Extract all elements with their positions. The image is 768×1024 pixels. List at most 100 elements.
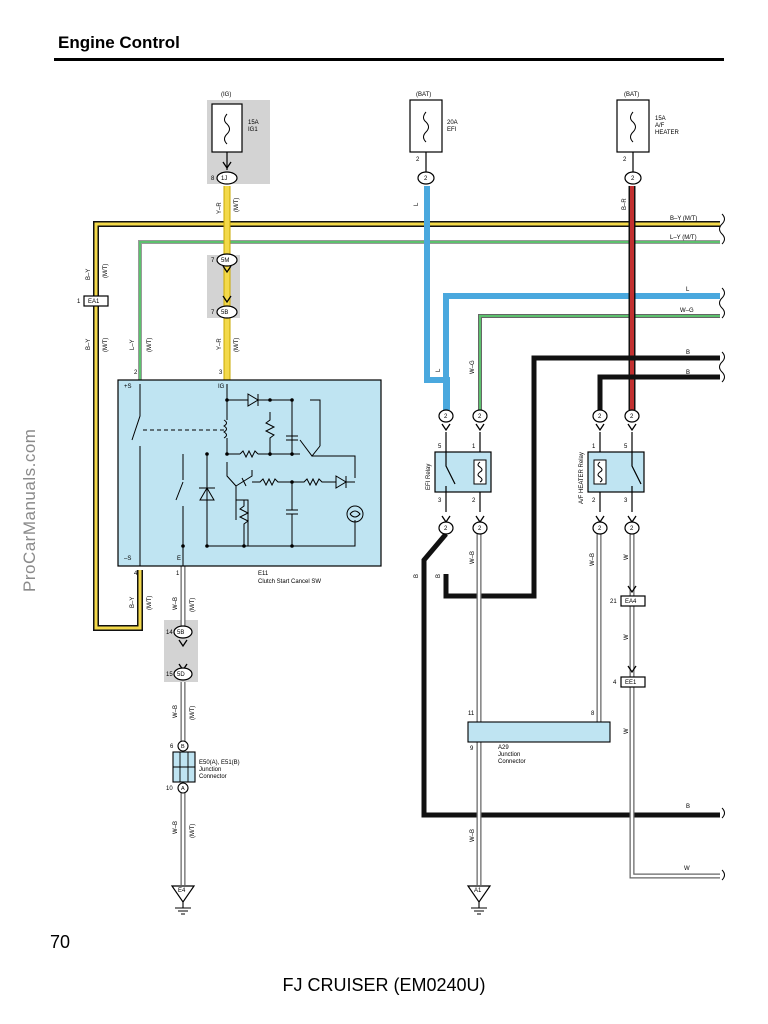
- svg-text:5B: 5B: [221, 310, 228, 316]
- svg-text:EFI Relay: EFI Relay: [426, 464, 432, 490]
- svg-text:2: 2: [630, 526, 634, 532]
- svg-text:1: 1: [472, 444, 476, 450]
- svg-text:2: 2: [416, 157, 420, 163]
- svg-text:8: 8: [211, 176, 215, 182]
- svg-text:B: B: [686, 350, 690, 356]
- svg-text:5M: 5M: [221, 258, 229, 264]
- af-heater-relay: 1 5 2 3 A/F HEATER Relay: [579, 432, 645, 512]
- svg-text:1: 1: [176, 571, 180, 577]
- svg-text:Connector: Connector: [199, 774, 227, 780]
- svg-text:W–B: W–B: [470, 829, 476, 842]
- svg-text:EE1: EE1: [625, 680, 637, 686]
- svg-text:W–B: W–B: [173, 705, 179, 718]
- connector-5d: 5D 15: [166, 663, 193, 681]
- svg-text:B: B: [686, 370, 690, 376]
- svg-text:E4: E4: [178, 888, 186, 894]
- svg-text:9: 9: [470, 746, 474, 752]
- svg-text:(BAT): (BAT): [416, 92, 431, 98]
- svg-text:21: 21: [610, 599, 617, 605]
- clutch-start-cancel-switch: +S IG –S E 2 3 4 1: [117, 370, 382, 585]
- page-title: Engine Control: [58, 33, 180, 52]
- svg-text:3: 3: [624, 498, 628, 504]
- svg-text:2: 2: [444, 414, 448, 420]
- svg-text:W–B: W–B: [173, 821, 179, 834]
- junction-connector-e50-e51: B 6 A 10 E50(A), E51(B) Junction Connect…: [166, 740, 240, 794]
- svg-text:Y–R: Y–R: [217, 202, 223, 214]
- svg-text:6: 6: [170, 744, 174, 750]
- svg-text:W–B: W–B: [470, 551, 476, 564]
- ground-a1: A1: [466, 885, 492, 915]
- svg-text:8: 8: [591, 711, 595, 717]
- svg-text:2: 2: [631, 176, 635, 182]
- efi-relay-top-connectors: 2 2: [438, 409, 488, 432]
- title-rule: [54, 58, 724, 61]
- page-number: 70: [50, 932, 71, 952]
- footer-model-code: FJ CRUISER (EM0240U): [282, 975, 486, 995]
- wire-w-g: [478, 314, 720, 410]
- svg-text:3: 3: [219, 370, 223, 376]
- svg-text:(M/T): (M/T): [190, 706, 196, 720]
- svg-text:B: B: [181, 744, 185, 750]
- svg-text:B–Y (M/T): B–Y (M/T): [670, 216, 697, 222]
- svg-text:B–Y: B–Y: [86, 339, 92, 350]
- svg-text:B: B: [436, 574, 442, 578]
- svg-text:L–Y (M/T): L–Y (M/T): [670, 235, 697, 241]
- svg-text:L: L: [686, 287, 690, 293]
- svg-text:2: 2: [598, 414, 602, 420]
- svg-text:2: 2: [630, 414, 634, 420]
- svg-text:15: 15: [166, 672, 173, 678]
- wire-l-y: [138, 240, 720, 384]
- svg-text:W–B: W–B: [173, 597, 179, 610]
- svg-text:15A: 15A: [655, 116, 666, 122]
- svg-text:Clutch Start Cancel SW: Clutch Start Cancel SW: [258, 579, 321, 585]
- junction-connector-a29: 11 8 9 A29 Junction Connector: [467, 711, 611, 765]
- svg-text:5D: 5D: [177, 672, 185, 678]
- svg-text:W: W: [624, 728, 630, 734]
- svg-text:1J: 1J: [221, 176, 227, 182]
- svg-text:W–B: W–B: [590, 553, 596, 566]
- connector-1j: 1J 8: [211, 161, 238, 185]
- connector-ea1: EA1 1: [77, 295, 109, 307]
- af-relay-bottom-connectors: 2 2: [592, 515, 640, 535]
- svg-text:Junction: Junction: [498, 752, 520, 758]
- connector-ea4: EA4 21: [610, 585, 646, 607]
- svg-text:W–G: W–G: [470, 360, 476, 374]
- svg-text:4: 4: [613, 680, 617, 686]
- efi-relay: 5 1 3 2 EFI Relay: [426, 432, 492, 512]
- right-edge-breaks: [719, 213, 725, 881]
- svg-text:A/F: A/F: [655, 123, 665, 129]
- svg-text:W: W: [684, 866, 690, 872]
- wire-w: [629, 534, 720, 879]
- svg-text:5B: 5B: [177, 630, 184, 636]
- svg-text:A29: A29: [498, 745, 509, 751]
- svg-text:HEATER: HEATER: [655, 130, 680, 136]
- svg-text:2: 2: [623, 157, 627, 163]
- svg-text:(BAT): (BAT): [624, 92, 639, 98]
- svg-text:(M/T): (M/T): [103, 338, 109, 352]
- svg-text:L: L: [436, 368, 442, 372]
- wire-b: [421, 355, 720, 818]
- svg-text:2: 2: [478, 414, 482, 420]
- svg-text:E11: E11: [258, 571, 269, 577]
- svg-text:(M/T): (M/T): [147, 338, 153, 352]
- svg-text:W–G: W–G: [680, 308, 694, 314]
- connector-ee1: EE1 4: [613, 665, 646, 688]
- svg-text:2: 2: [444, 526, 448, 532]
- svg-text:3: 3: [438, 498, 442, 504]
- svg-text:B–Y: B–Y: [86, 269, 92, 280]
- fuse-af-heater: (BAT) 15A A/F HEATER: [616, 92, 680, 153]
- svg-text:A1: A1: [474, 888, 482, 894]
- svg-text:(M/T): (M/T): [234, 338, 240, 352]
- efi-relay-bottom-connectors: 2 2: [438, 515, 488, 535]
- af-relay-top-connectors: 2 2: [592, 409, 640, 432]
- svg-text:E: E: [177, 556, 181, 562]
- svg-text:10: 10: [166, 786, 173, 792]
- svg-text:(M/T): (M/T): [234, 198, 240, 212]
- svg-text:(M/T): (M/T): [103, 264, 109, 278]
- connector-efi-2: 2 2: [416, 157, 435, 185]
- svg-text:7: 7: [211, 310, 215, 316]
- wire-labels: B–Y (M/T) L–Y (M/T) L W–G B B B W Y–R (M…: [86, 198, 697, 872]
- svg-text:EA1: EA1: [88, 299, 100, 305]
- svg-text:+S: +S: [124, 384, 132, 390]
